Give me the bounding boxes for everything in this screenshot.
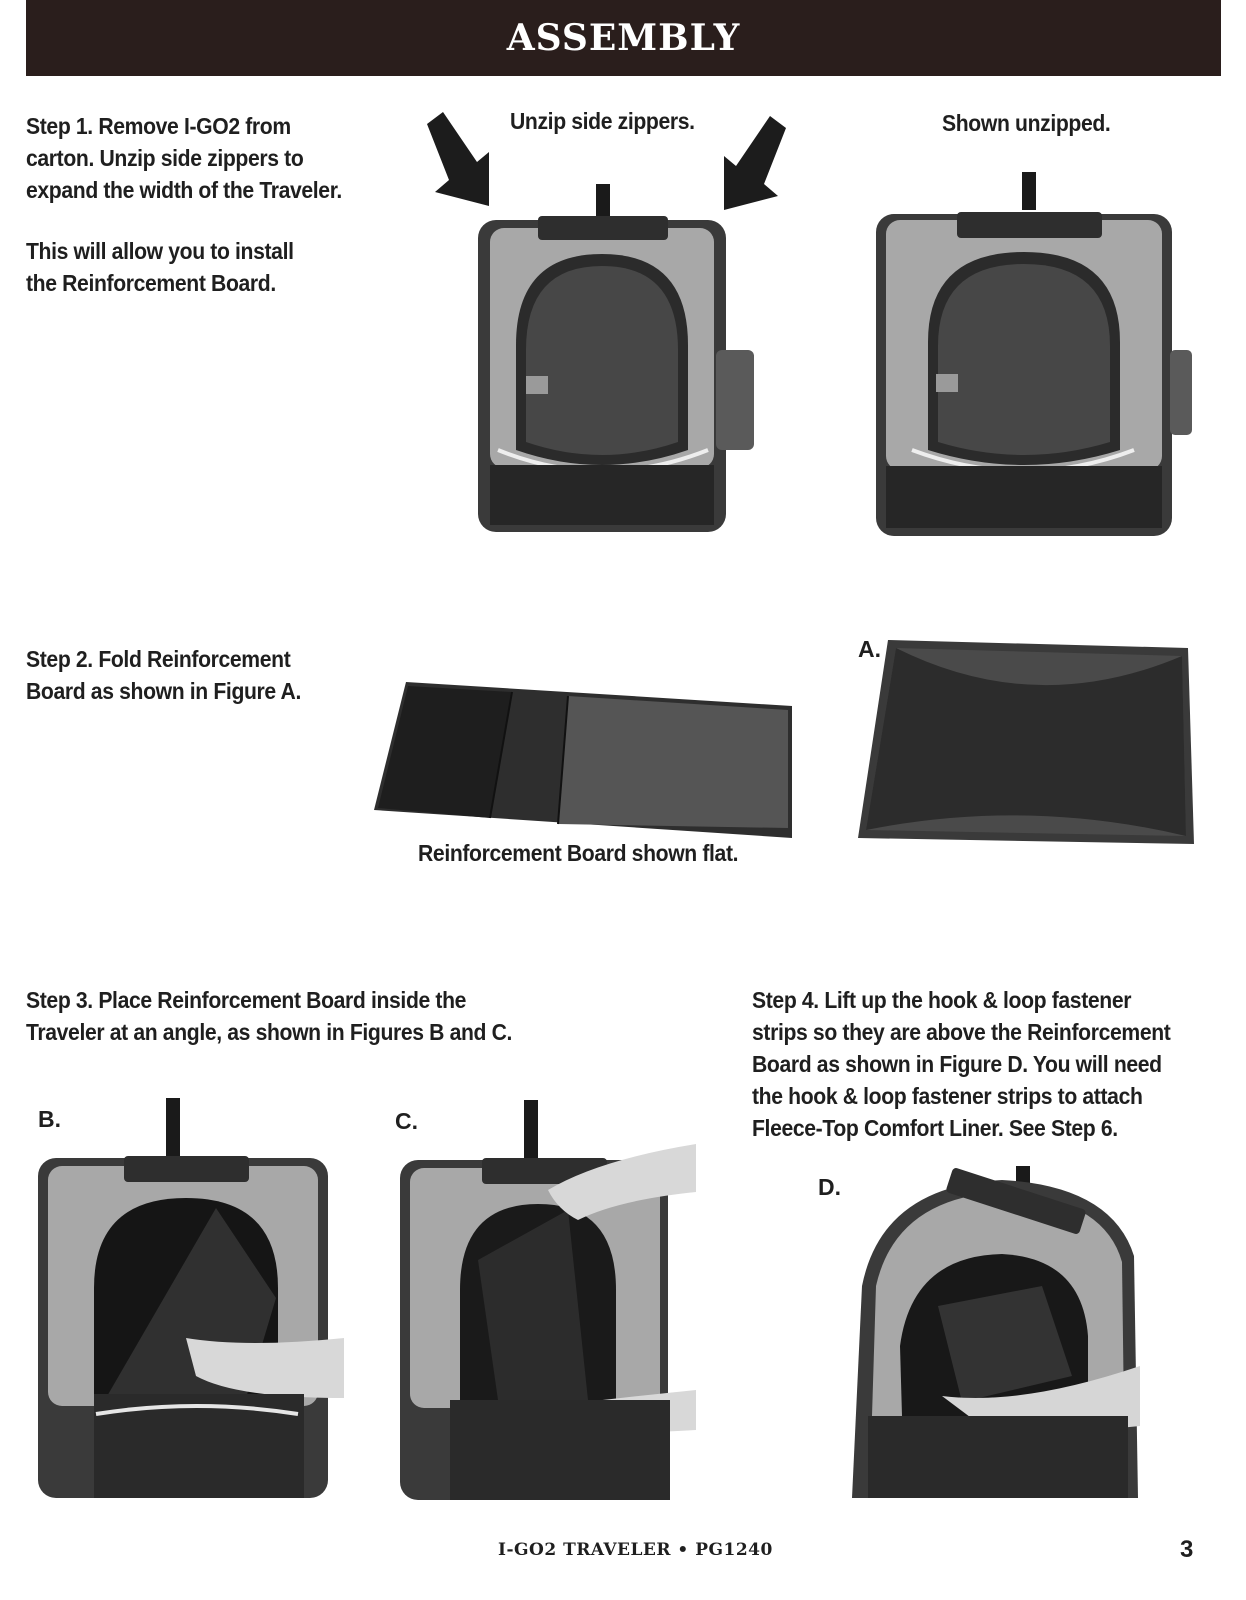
figure-a-label: A. xyxy=(858,636,881,662)
carrier-photo-unzipped xyxy=(872,170,1194,540)
caption-unzip-side-zippers: Unzip side zippers. xyxy=(510,108,695,134)
page-title: ASSEMBLY xyxy=(506,17,741,59)
arrow-down-left-icon xyxy=(718,116,788,216)
section-header: ASSEMBLY xyxy=(26,0,1221,76)
page-number: 3 xyxy=(1180,1536,1194,1563)
figure-c-photo xyxy=(398,1100,696,1500)
step3-text: Step 3. Place Reinforcement Board inside… xyxy=(26,987,513,1045)
arrow-down-right-icon xyxy=(425,112,495,212)
step2-text: Step 2. Fold Reinforcement Board as show… xyxy=(26,646,301,704)
figure-c-label: C. xyxy=(395,1108,418,1134)
footer-product-name: I-GO2 TRAVELER • PG1240 xyxy=(498,1540,773,1560)
figure-b-label: B. xyxy=(38,1106,61,1132)
figure-d-label: D. xyxy=(818,1174,841,1200)
board-photo-folded xyxy=(856,638,1196,846)
figure-d-photo xyxy=(842,1166,1140,1498)
caption-board-flat: Reinforcement Board shown flat. xyxy=(418,840,739,866)
carrier-photo-zipped xyxy=(468,180,758,535)
board-photo-flat xyxy=(372,678,796,840)
step4-text: Step 4. Lift up the hook & loop fastener… xyxy=(752,987,1171,1141)
figure-b-photo xyxy=(36,1098,344,1498)
caption-shown-unzipped: Shown unzipped. xyxy=(942,110,1111,136)
step1-note: This will allow you to install the Reinf… xyxy=(26,238,294,296)
step1-text: Step 1. Remove I-GO2 from carton. Unzip … xyxy=(26,113,342,203)
